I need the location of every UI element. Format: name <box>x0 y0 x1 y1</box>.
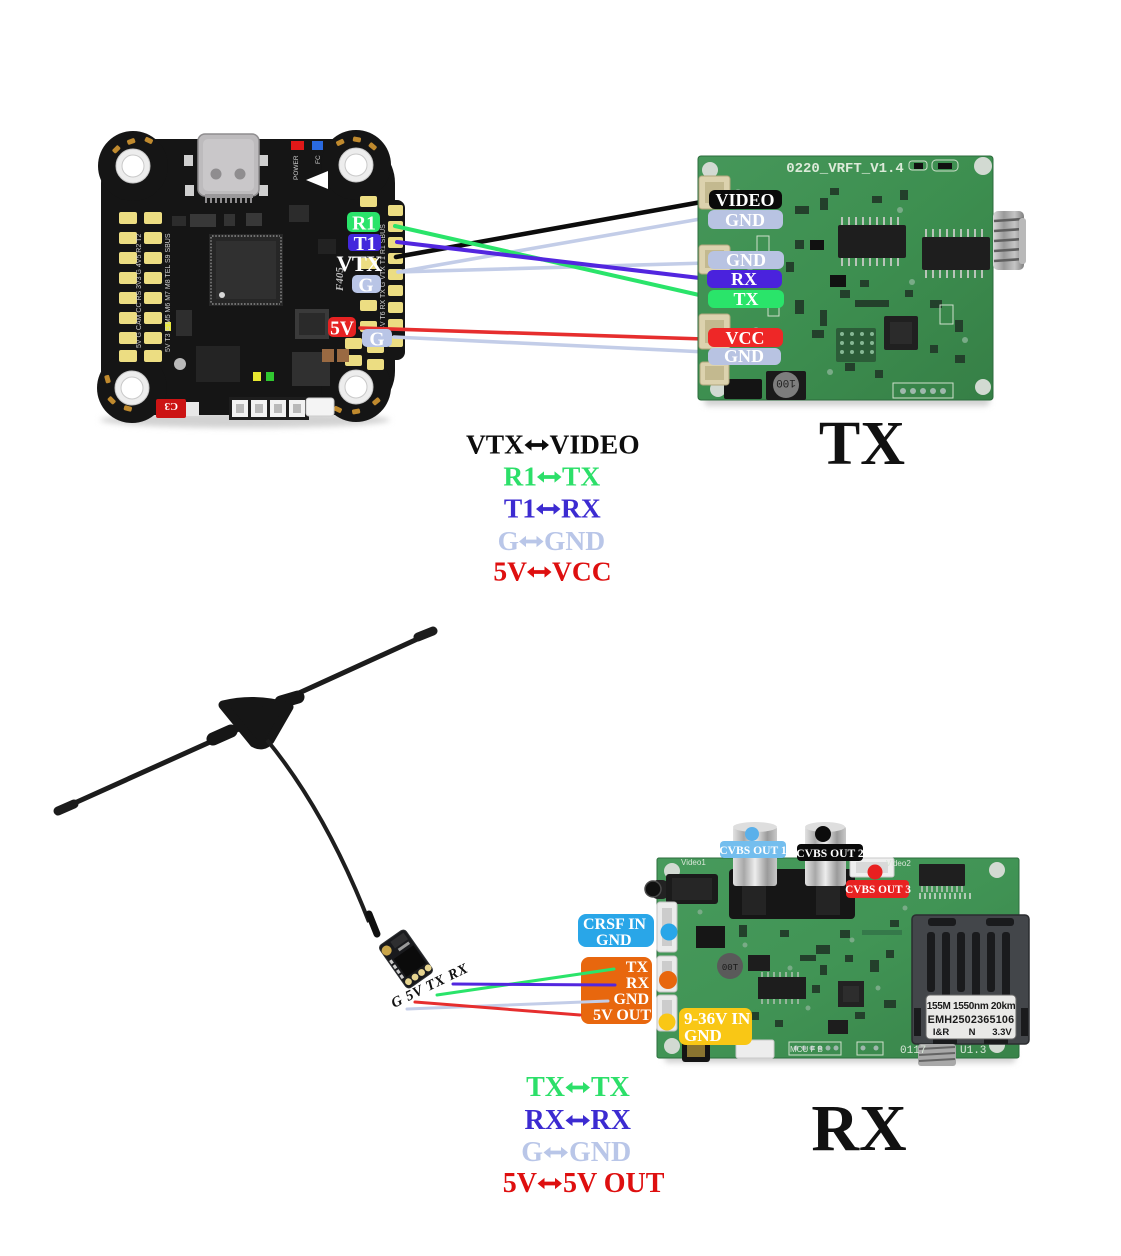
svg-text:U1.3: U1.3 <box>960 1045 986 1057</box>
svg-text:CVBS OUT 2: CVBS OUT 2 <box>796 847 864 860</box>
svg-text:5V OUT: 5V OUT <box>593 1007 651 1024</box>
svg-text:GND: GND <box>596 932 632 949</box>
svg-text:0220_VRFT_V1.4: 0220_VRFT_V1.4 <box>786 161 904 177</box>
svg-text:RX: RX <box>811 1092 906 1165</box>
svg-text:5V G CAM CC RS 3V3 G 4V5 R2 T: 5V G CAM CC RS 3V3 G 4V5 R2 T2 <box>136 234 143 348</box>
svg-text:00T: 00T <box>722 963 739 973</box>
svg-text:9-36V IN: 9-36V IN <box>684 1009 751 1028</box>
svg-text:POWER: POWER <box>293 155 300 180</box>
svg-text:T1: T1 <box>354 234 377 255</box>
svg-text:TX: TX <box>819 410 905 478</box>
svg-text:GND: GND <box>613 991 649 1008</box>
svg-text:3.3V: 3.3V <box>992 1027 1012 1038</box>
svg-text:CVBS OUT 3: CVBS OUT 3 <box>845 884 911 896</box>
svg-text:T1: T1 <box>504 493 536 524</box>
svg-text:TX: TX <box>562 461 600 492</box>
svg-text:5V OUT: 5V OUT <box>563 1168 665 1199</box>
svg-text:100: 100 <box>776 376 796 388</box>
svg-text:VIDEO: VIDEO <box>715 190 774 210</box>
svg-text:VTX: VTX <box>336 251 382 276</box>
svg-text:Video1: Video1 <box>681 858 706 867</box>
svg-text:VCC: VCC <box>726 328 765 348</box>
svg-text:5V: 5V <box>503 1168 537 1199</box>
svg-text:RX: RX <box>591 1105 631 1136</box>
svg-text:Video2: Video2 <box>886 859 911 868</box>
svg-text:N: N <box>969 1027 976 1038</box>
svg-text:F405: F405 <box>334 267 346 292</box>
svg-text:GND: GND <box>544 525 605 556</box>
svg-text:TX: TX <box>591 1072 630 1103</box>
svg-text:TX: TX <box>626 959 649 976</box>
svg-text:TX: TX <box>526 1072 565 1103</box>
svg-text:VTX: VTX <box>466 429 524 460</box>
svg-text:G: G <box>358 276 373 297</box>
svg-text:GND: GND <box>725 210 765 230</box>
svg-text:CRSF IN: CRSF IN <box>583 916 646 933</box>
svg-text:R1: R1 <box>503 461 537 492</box>
svg-text:C3: C3 <box>164 400 178 412</box>
svg-text:5V: 5V <box>493 556 527 587</box>
svg-text:R1: R1 <box>352 214 376 235</box>
svg-text:I&R: I&R <box>933 1027 950 1038</box>
svg-text:G: G <box>521 1137 543 1168</box>
svg-text:155M 1550nm 20km: 155M 1550nm 20km <box>927 1001 1016 1012</box>
svg-text:GND: GND <box>726 250 766 270</box>
svg-text:0117: 0117 <box>900 1045 926 1057</box>
svg-text:G: G <box>369 330 384 351</box>
svg-text:RX: RX <box>626 975 650 992</box>
svg-text:G: G <box>498 525 519 556</box>
svg-text:RX: RX <box>561 493 601 524</box>
svg-text:EMH2502365106: EMH2502365106 <box>928 1014 1015 1026</box>
svg-text:5V: 5V <box>330 319 354 340</box>
svg-text:VIDEO: VIDEO <box>550 429 640 460</box>
svg-text:CVBS OUT 1: CVBS OUT 1 <box>719 844 787 857</box>
svg-text:FC: FC <box>315 155 322 164</box>
svg-text:5V T3 G M5 M6 M7 M8 TEL S9 SBU: 5V T3 G M5 M6 M7 M8 TEL S9 SBUS <box>165 233 172 352</box>
svg-text:GND: GND <box>684 1026 722 1045</box>
svg-text:RX: RX <box>731 269 757 289</box>
svg-text:VCC: VCC <box>552 556 612 587</box>
svg-text:4V T6 RX TX G VTX T1 R1 SBU: 4V T6 RX TX G VTX T1 R1 SBUS <box>380 224 387 330</box>
svg-text:MCU F B: MCU F B <box>790 1045 823 1054</box>
svg-text:RX: RX <box>525 1105 565 1136</box>
svg-text:GND: GND <box>724 346 764 366</box>
svg-text:TX: TX <box>733 289 758 309</box>
svg-text:GND: GND <box>569 1137 631 1168</box>
